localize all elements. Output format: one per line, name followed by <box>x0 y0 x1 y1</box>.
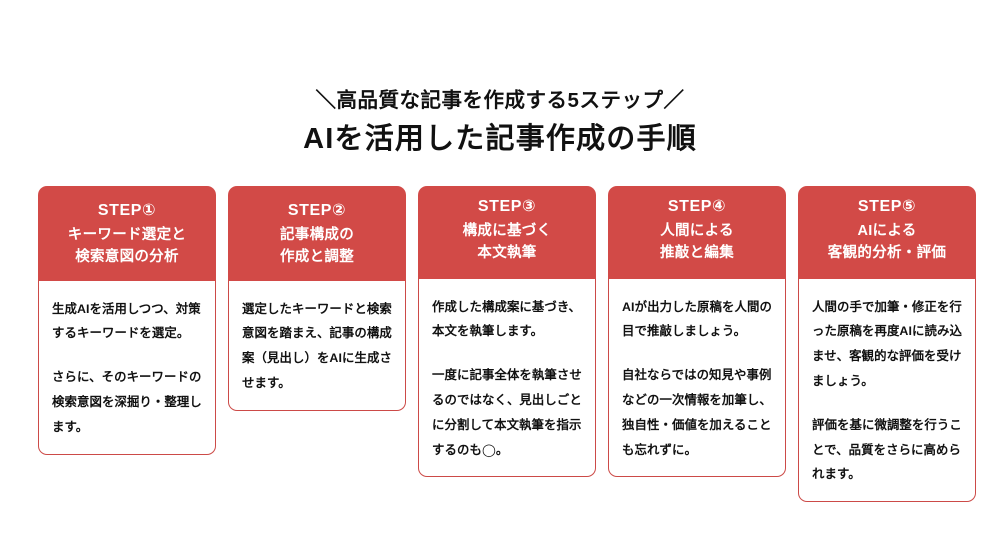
step-card-1-body: 生成AIを活用しつつ、対策するキーワードを選定。 さらに、そのキーワードの検索意… <box>38 280 216 455</box>
step-card-2: STEP② 記事構成の 作成と調整 選定したキーワードと検索意図を踏まえ、記事の… <box>228 186 406 411</box>
step-card-3-label: STEP③ <box>477 198 537 215</box>
step-card-4-body: AIが出力した原稿を人間の目で推敲しましょう。 自社ならではの知見や事例などの一… <box>608 278 786 478</box>
step-card-1-label: STEP① <box>97 202 157 219</box>
step-card-5: STEP⑤ AIによる 客観的分析・評価 人間の手で加筆・修正を行った原稿を再度… <box>798 186 976 503</box>
step-card-4-paragraph-2: 自社ならではの知見や事例などの一次情報を加筆し、独自性・価値を加えることも忘れず… <box>622 368 772 457</box>
step-card-3-header: STEP③ 構成に基づく 本文執筆 <box>418 186 596 279</box>
heading-eyebrow: ＼高品質な記事を作成する5ステップ／ <box>315 89 685 112</box>
step-card-5-body: 人間の手で加筆・修正を行った原稿を再度AIに読み込ませ、客観的な評価を受けましょ… <box>798 278 976 503</box>
step-card-5-paragraph-2: 評価を基に微調整を行うことで、品質をさらに高められます。 <box>812 417 962 482</box>
step-card-3-body: 作成した構成案に基づき、本文を執筆します。 一度に記事全体を執筆させるのではなく… <box>418 278 596 478</box>
step-card-list: STEP① キーワード選定と 検索意図の分析 生成AIを活用しつつ、対策するキー… <box>38 186 976 503</box>
step-card-4: STEP④ 人間による 推敲と編集 AIが出力した原稿を人間の目で推敲しましょう… <box>608 186 786 478</box>
step-card-4-header: STEP④ 人間による 推敲と編集 <box>608 186 786 279</box>
step-card-2-body: 選定したキーワードと検索意図を踏まえ、記事の構成案（見出し）をAIに生成させます… <box>228 280 406 411</box>
step-card-5-label: STEP⑤ <box>857 198 917 215</box>
step-card-3-title: 構成に基づく 本文執筆 <box>462 222 552 262</box>
step-card-3-paragraph-1: 作成した構成案に基づき、本文を執筆します。 <box>432 299 582 339</box>
step-card-2-label: STEP② <box>287 202 347 219</box>
step-card-5-title: AIによる 客観的分析・評価 <box>827 222 947 262</box>
step-card-2-paragraph-1: 選定したキーワードと検索意図を踏まえ、記事の構成案（見出し）をAIに生成させます… <box>242 301 392 390</box>
step-card-1-header: STEP① キーワード選定と 検索意図の分析 <box>38 186 216 281</box>
heading-block: ＼高品質な記事を作成する5ステップ／ AIを活用した記事作成の手順 <box>0 88 1000 158</box>
step-card-4-label: STEP④ <box>667 198 727 215</box>
step-card-1-title: キーワード選定と 検索意図の分析 <box>67 226 187 266</box>
step-card-2-title: 記事構成の 作成と調整 <box>280 226 354 266</box>
step-card-1-paragraph-2: さらに、そのキーワードの検索意図を深掘り・整理します。 <box>52 370 202 434</box>
step-card-1-paragraph-1: 生成AIを活用しつつ、対策するキーワードを選定。 <box>52 301 201 341</box>
step-card-2-header: STEP② 記事構成の 作成と調整 <box>228 186 406 281</box>
step-card-1: STEP① キーワード選定と 検索意図の分析 生成AIを活用しつつ、対策するキー… <box>38 186 216 455</box>
page-title: AIを活用した記事作成の手順 <box>303 122 697 155</box>
step-card-5-paragraph-1: 人間の手で加筆・修正を行った原稿を再度AIに読み込ませ、客観的な評価を受けましょ… <box>812 299 962 388</box>
step-card-4-title: 人間による 推敲と編集 <box>660 222 734 262</box>
step-card-5-header: STEP⑤ AIによる 客観的分析・評価 <box>798 186 976 279</box>
step-card-3-paragraph-2: 一度に記事全体を執筆させるのではなく、見出しごとに分割して本文執筆を指示するのも… <box>432 368 582 457</box>
step-card-3: STEP③ 構成に基づく 本文執筆 作成した構成案に基づき、本文を執筆します。 … <box>418 186 596 478</box>
step-card-4-paragraph-1: AIが出力した原稿を人間の目で推敲しましょう。 <box>622 299 772 339</box>
